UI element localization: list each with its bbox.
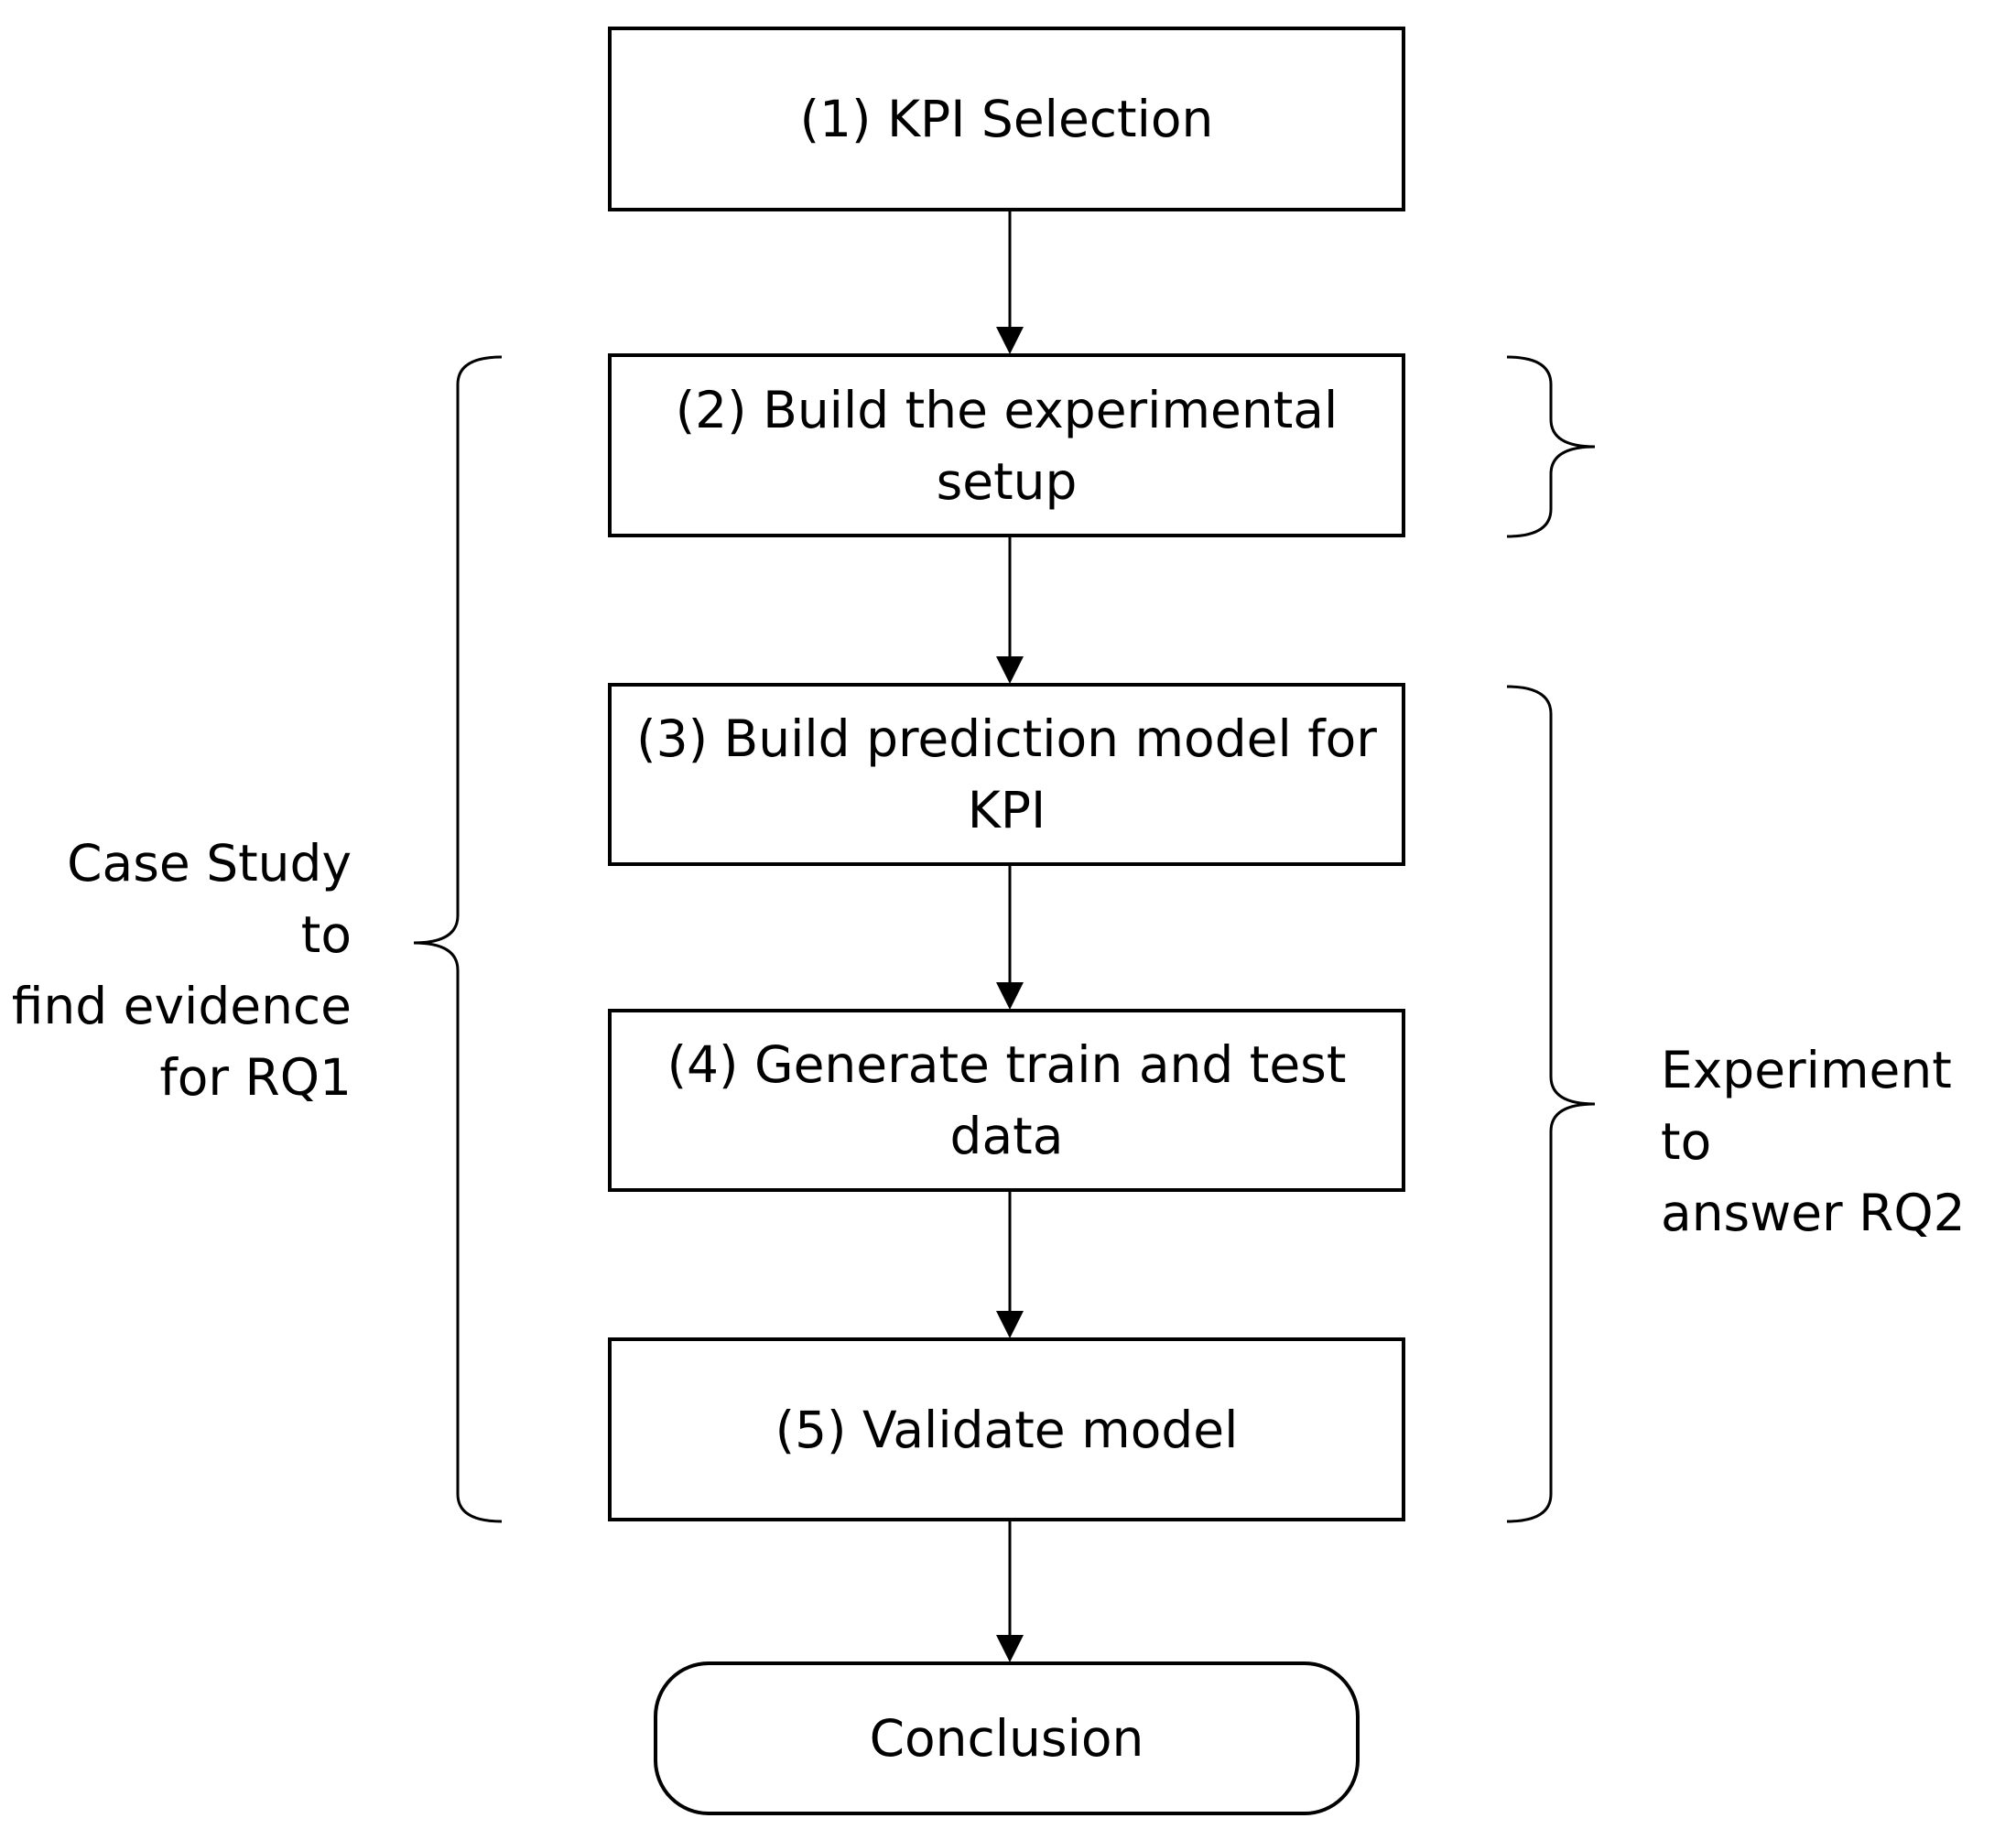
brace-label-experiment: Experiment to answer RQ2 — [1661, 1041, 1966, 1242]
step-build-prediction-model: (3) Build prediction model for KPI — [608, 683, 1405, 866]
brace-setup — [1506, 355, 1596, 538]
step-label: (2) Build the experimental setup — [675, 380, 1339, 511]
step-generate-train-test-data: (4) Generate train and test data — [608, 1009, 1405, 1192]
step-kpi-selection: (1) KPI Selection — [608, 27, 1405, 211]
terminal-label: Conclusion — [869, 1709, 1144, 1768]
step-label: (3) Build prediction model for KPI — [636, 709, 1377, 839]
step-label: (4) Generate train and test data — [667, 1035, 1347, 1165]
brace-experiment — [1506, 685, 1596, 1523]
brace-label-case-study: Case Study to find evidence for RQ1 — [11, 834, 352, 1107]
step-build-experimental-setup: (2) Build the experimental setup — [608, 353, 1405, 537]
step-label: (5) Validate model — [775, 1400, 1239, 1459]
terminal-conclusion: Conclusion — [654, 1661, 1360, 1815]
step-validate-model: (5) Validate model — [608, 1337, 1405, 1521]
step-label: (1) KPI Selection — [799, 90, 1214, 148]
brace-case-study — [413, 355, 503, 1523]
